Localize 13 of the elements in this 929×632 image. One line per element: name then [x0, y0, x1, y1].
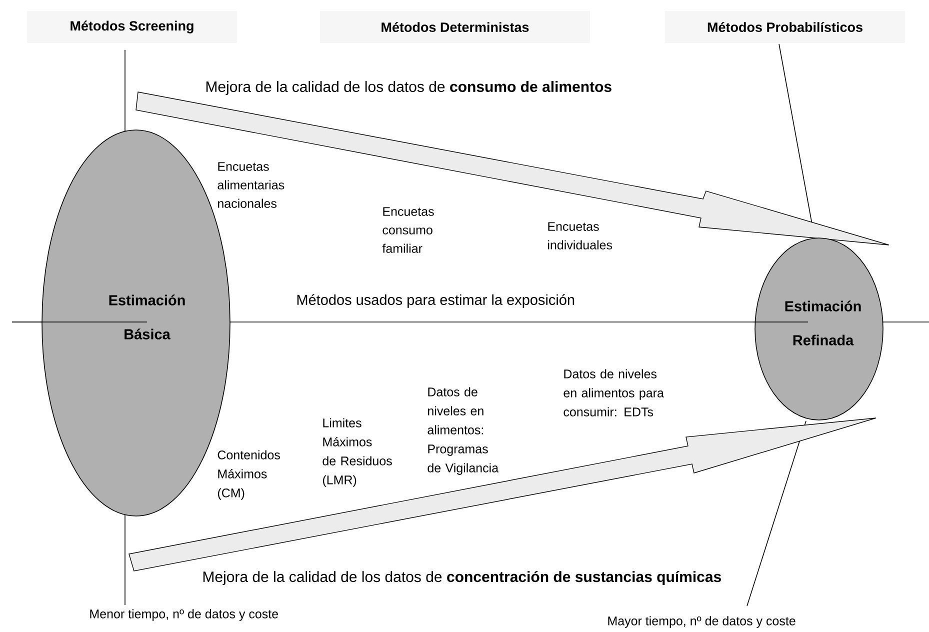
annotation-text: Datos de niveles en alimentos para consumir: EDTs [564, 369, 664, 416]
annotation-text: Encuetas consumo familiar [382, 207, 434, 253]
arrow-caption: Mejora de la calidad de los datos de consumo de alimentos [206, 81, 612, 95]
arrow-caption: Mejora de la calidad de los datos de concentración de sustancias químicas [203, 570, 721, 586]
axis-label: Métodos usados para estimar la exposición [297, 294, 574, 308]
header-box: Métodos Screening [27, 11, 237, 43]
annotation-text: Encuetas individuales [548, 222, 612, 250]
header-box: Métodos Deterministas [320, 11, 590, 43]
header-box: Métodos Probabilísticos [665, 11, 905, 43]
footnote-text: Mayor tiempo, nº de datos y coste [608, 616, 796, 628]
annotation-text: Datos de niveles en alimentos: Programas de Vigilancia [428, 387, 499, 475]
footnote-text: Menor tiempo, nº de datos y coste [90, 609, 278, 621]
annotation-text: Limites Máximos de Residuos (LMR) [322, 418, 392, 487]
